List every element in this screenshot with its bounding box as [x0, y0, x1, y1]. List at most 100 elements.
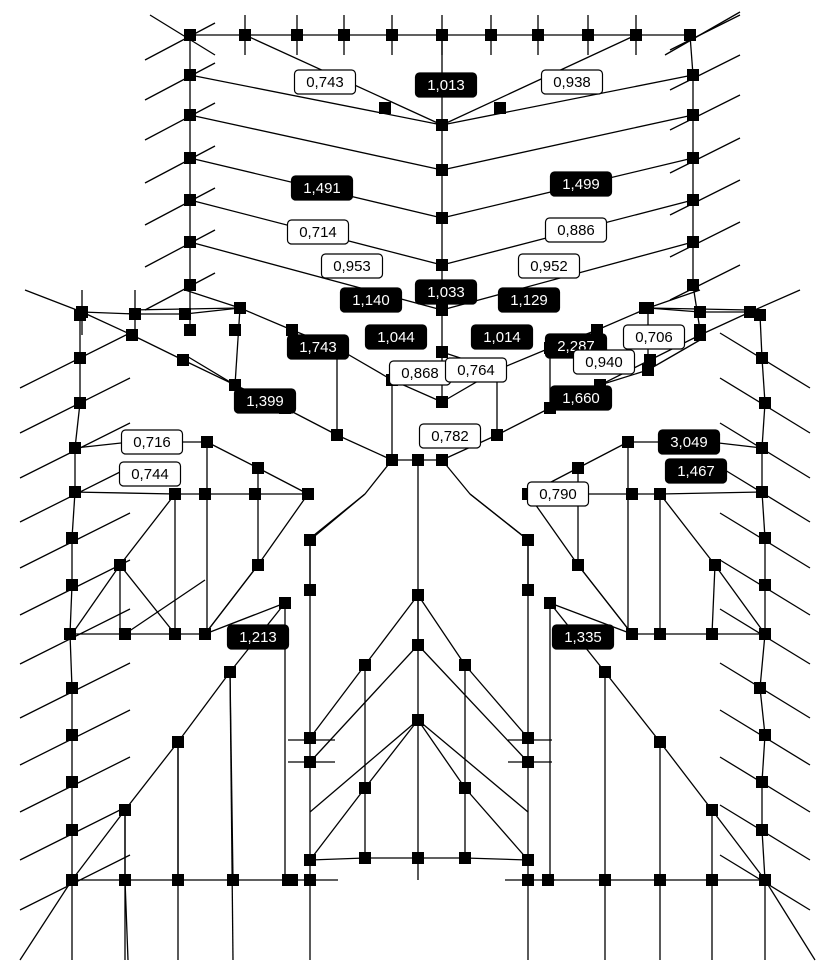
mesh-edge: [364, 719, 419, 789]
mesh-node: [759, 729, 771, 741]
mesh-edge: [464, 664, 529, 739]
value-label-box: [444, 357, 508, 383]
mesh-node: [114, 559, 126, 571]
value-label-text: 0,714: [299, 224, 337, 241]
mesh-node: [304, 534, 316, 546]
mesh-node: [532, 29, 544, 41]
mesh-node: [249, 488, 261, 500]
mesh-node: [626, 488, 638, 500]
value-label-text: 0,938: [553, 74, 591, 91]
value-label: 1,499: [549, 171, 613, 197]
mesh-node: [436, 119, 448, 131]
value-label-text: 1,335: [564, 629, 602, 646]
value-label-box: [526, 481, 590, 507]
value-label-box: [118, 461, 182, 487]
value-label: 0,706: [622, 324, 686, 350]
mesh-node: [412, 589, 424, 601]
mesh-node: [599, 666, 611, 678]
value-label-text: 1,140: [352, 292, 390, 309]
value-label-text: 0,716: [133, 434, 171, 451]
value-label-box: [414, 279, 478, 305]
mesh-node: [436, 454, 448, 466]
value-label: 0,714: [286, 219, 350, 245]
value-label-text: 1,213: [239, 629, 277, 646]
mesh-node: [654, 736, 666, 748]
value-label-box: [418, 423, 482, 449]
value-label-text: 1,499: [562, 176, 600, 193]
mesh-node: [542, 874, 554, 886]
mesh-node: [229, 379, 241, 391]
value-label-box: [286, 219, 350, 245]
mesh-node: [66, 682, 78, 694]
mesh-node: [622, 436, 634, 448]
mesh-edge: [309, 787, 366, 861]
mesh-node: [199, 628, 211, 640]
value-label-text: 0,952: [530, 258, 568, 275]
mesh-edge: [69, 584, 73, 635]
value-label: 3,049: [657, 429, 721, 455]
mesh-node: [126, 329, 138, 341]
mesh-node: [129, 308, 141, 320]
value-label: 1,335: [551, 624, 615, 650]
value-label: 0,886: [544, 217, 608, 243]
mesh-edge: [669, 94, 741, 131]
mesh-edge: [441, 74, 694, 126]
mesh-edge: [759, 633, 766, 689]
value-label-text: 0,868: [401, 365, 439, 382]
mesh-node: [654, 874, 666, 886]
mesh-edge: [182, 359, 236, 386]
mesh-node: [338, 29, 350, 41]
mesh-node: [66, 776, 78, 788]
value-label: 1,033: [414, 279, 478, 305]
mesh-node: [184, 194, 196, 206]
mesh-edge: [647, 307, 701, 313]
mesh-edge: [761, 829, 766, 881]
mesh-edge: [647, 339, 701, 371]
mesh-edge: [659, 741, 713, 811]
mesh-node: [436, 164, 448, 176]
value-label: 0,952: [517, 253, 581, 279]
mesh-node: [302, 488, 314, 500]
mesh-edge: [761, 357, 766, 404]
value-label: 1,013: [414, 72, 478, 98]
mesh-edge: [669, 14, 741, 51]
mesh-edge: [714, 564, 766, 635]
value-label-text: 0,782: [431, 428, 469, 445]
mesh-node: [522, 756, 534, 768]
value-label-text: 0,940: [585, 354, 623, 371]
mesh-node: [229, 324, 241, 336]
mesh-edge: [124, 579, 206, 635]
value-label-text: 0,886: [557, 222, 595, 239]
mesh-node: [119, 628, 131, 640]
value-label-box: [286, 334, 350, 360]
mesh-node: [304, 854, 316, 866]
mesh-edge: [309, 644, 419, 763]
mesh-node: [184, 236, 196, 248]
mesh-node: [179, 308, 191, 320]
mesh-node: [626, 628, 638, 640]
mesh-node: [630, 29, 642, 41]
value-label-box: [540, 69, 604, 95]
mesh-node: [224, 666, 236, 678]
mesh-node: [66, 729, 78, 741]
mesh-node: [687, 194, 699, 206]
mesh-edge: [189, 241, 443, 311]
mesh-node: [172, 874, 184, 886]
mesh-edge: [764, 879, 816, 961]
mesh-edge: [24, 289, 83, 313]
mesh-node: [412, 852, 424, 864]
mesh-node: [756, 352, 768, 364]
mesh-edge: [669, 137, 741, 174]
mesh-node: [304, 584, 316, 596]
mesh-node: [706, 874, 718, 886]
mesh-edge: [177, 671, 231, 743]
mesh-edge: [184, 289, 241, 309]
mesh-edge: [417, 594, 466, 666]
mesh-node: [436, 396, 448, 408]
mesh-edge: [711, 809, 766, 881]
value-label-box: [549, 171, 613, 197]
mesh-node: [684, 29, 696, 41]
mesh-edge: [239, 307, 293, 331]
mesh-node: [756, 442, 768, 454]
